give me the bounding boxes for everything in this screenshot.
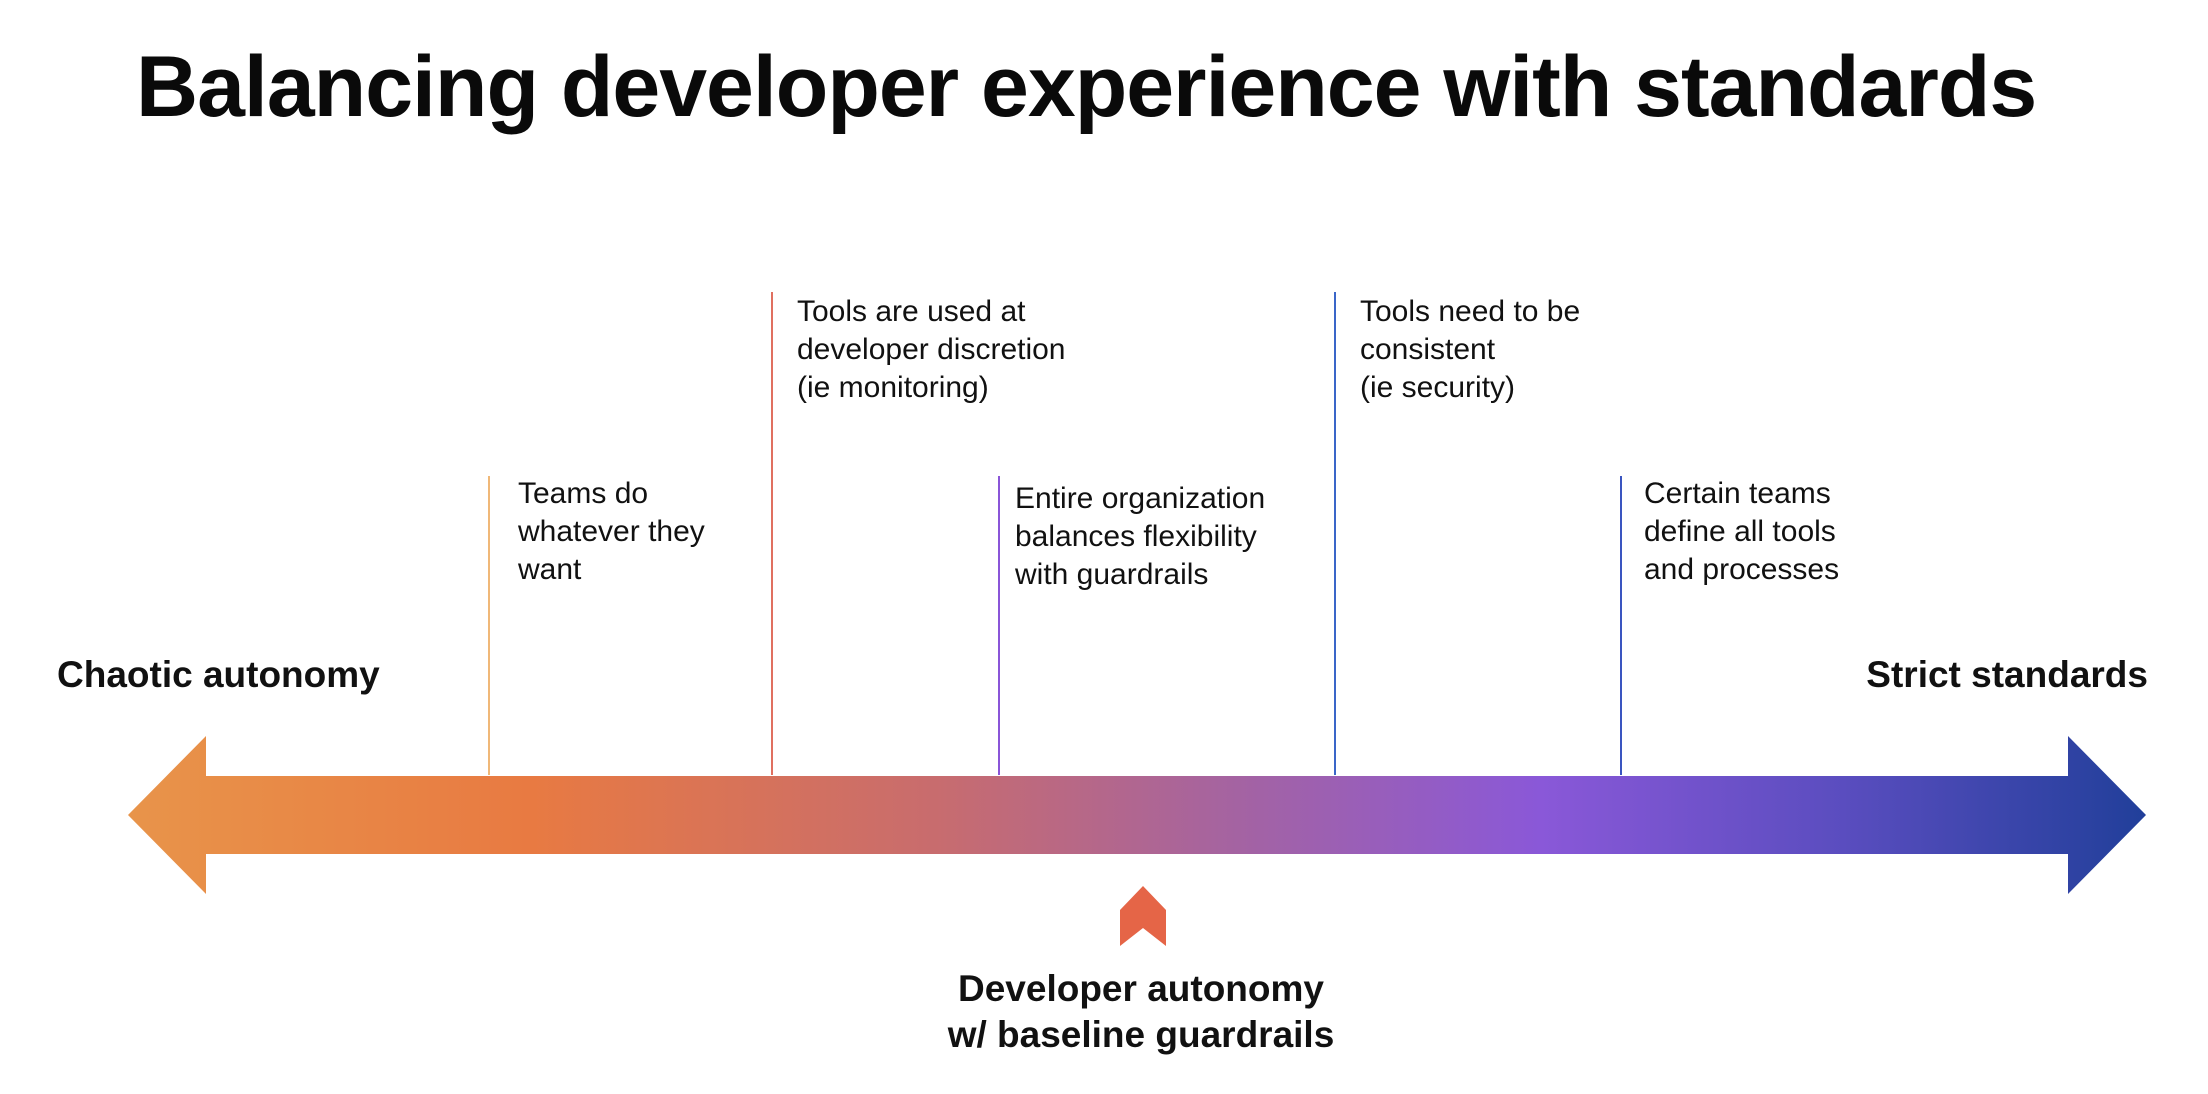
marker-tick — [1334, 292, 1336, 775]
note-line: balances flexibility — [1015, 520, 1257, 553]
pointer-label-line: Developer autonomy — [958, 968, 1324, 1009]
note-line: (ie monitoring) — [797, 371, 989, 404]
arrow-body — [128, 736, 2146, 894]
note-line: (ie security) — [1360, 371, 1516, 404]
marker-tick — [998, 476, 1000, 775]
note-line: Tools are used at — [797, 295, 1026, 328]
marker-note: Tools need to be consistent (ie security… — [1360, 293, 1580, 407]
marker-note: Tools are used at developer discretion (… — [797, 293, 1066, 407]
marker-note: Entire organization balances flexibility… — [1015, 480, 1265, 594]
marker-note: Certain teams define all tools and proce… — [1644, 475, 1839, 589]
note-line: Certain teams — [1644, 477, 1831, 510]
marker-note: Teams do whatever they want — [518, 475, 705, 589]
marker-tick — [1620, 476, 1622, 775]
chevron-up-icon — [1120, 886, 1166, 946]
right-end-label: Strict standards — [1866, 654, 2148, 695]
page-title: Balancing developer experience with stan… — [136, 39, 2037, 135]
note-line: consistent — [1360, 333, 1496, 366]
note-line: Tools need to be — [1360, 295, 1581, 328]
pointer-label: Developer autonomy w/ baseline guardrail… — [948, 966, 1335, 1058]
note-line: Teams do — [518, 477, 649, 510]
note-line: with guardrails — [1015, 558, 1209, 591]
pointer-label-line: w/ baseline guardrails — [947, 1014, 1335, 1055]
note-line: whatever they — [518, 515, 705, 548]
note-line: define all tools — [1644, 515, 1836, 548]
marker-tick — [771, 292, 773, 775]
note-line: Entire organization — [1015, 482, 1266, 515]
note-line: want — [518, 553, 582, 586]
note-line: developer discretion — [797, 333, 1066, 366]
left-end-label: Chaotic autonomy — [57, 654, 380, 695]
marker-tick — [488, 476, 490, 775]
note-line: and processes — [1644, 553, 1840, 586]
